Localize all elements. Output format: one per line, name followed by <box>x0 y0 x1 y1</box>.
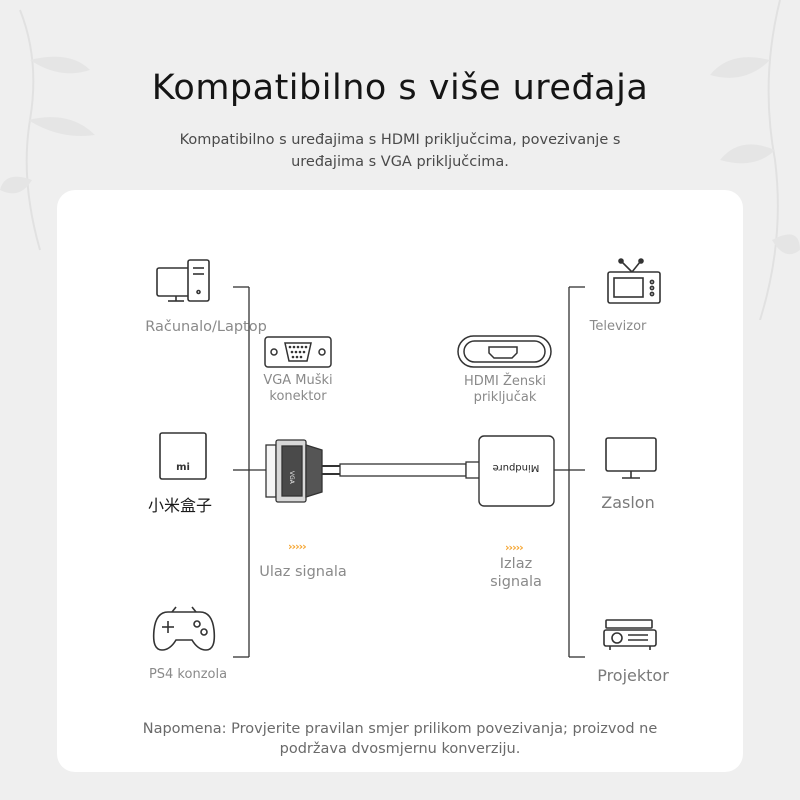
input-signal-label: Ulaz signala <box>259 564 347 580</box>
projector-icon <box>603 619 657 650</box>
compatibility-note: Napomena: Provjerite pravilan smjer pril… <box>142 721 658 757</box>
tv-label: Televizor <box>589 319 647 334</box>
svg-text:VGA: VGA <box>288 471 295 485</box>
monitor-label: Zaslon <box>601 493 655 512</box>
adapter-cable <box>339 463 467 477</box>
compatibility-card <box>57 190 743 772</box>
computer-icon <box>156 259 210 302</box>
projector-label: Projektor <box>597 666 669 685</box>
hdmi-port-icon <box>457 335 552 368</box>
output-arrows-icon: ››››› <box>505 541 524 554</box>
vga-port-icon <box>264 336 332 368</box>
background-leaf-right-icon <box>710 0 800 320</box>
output-signal-label-line1: Izlaz <box>499 556 533 572</box>
input-arrows-icon: ››››› <box>288 540 307 553</box>
right-bracket <box>553 286 585 658</box>
vga-connector-plug: VGA <box>265 439 342 503</box>
ps4-label: PS4 konzola <box>148 667 228 682</box>
output-signal-label-line2: signala <box>490 574 542 590</box>
page-title: Kompatibilno s više uređaja <box>151 68 649 108</box>
monitor-icon <box>605 437 657 479</box>
xiaomi-box-icon <box>159 432 207 480</box>
left-bracket <box>233 286 268 658</box>
vga-label-line2: konektor <box>269 389 327 404</box>
adapter-brand-label: Mindpure <box>492 462 540 473</box>
xiaomi-box-label: 小米盒子 <box>147 496 212 515</box>
gamepad-icon <box>152 606 216 651</box>
computer-label: Računalo/Laptop <box>145 319 267 335</box>
hdmi-label-line1: HDMI Ženski <box>463 374 547 389</box>
tv-icon <box>607 258 661 304</box>
adapter-body <box>465 435 555 507</box>
hdmi-label-line2: priključak <box>473 390 537 405</box>
xiaomi-logo: mi <box>176 462 190 473</box>
background-leaf-left-icon <box>0 9 95 251</box>
page-subtitle: Kompatibilno s uređajima s HDMI priključ… <box>179 132 621 170</box>
vga-label-line1: VGA Muški <box>263 373 333 388</box>
